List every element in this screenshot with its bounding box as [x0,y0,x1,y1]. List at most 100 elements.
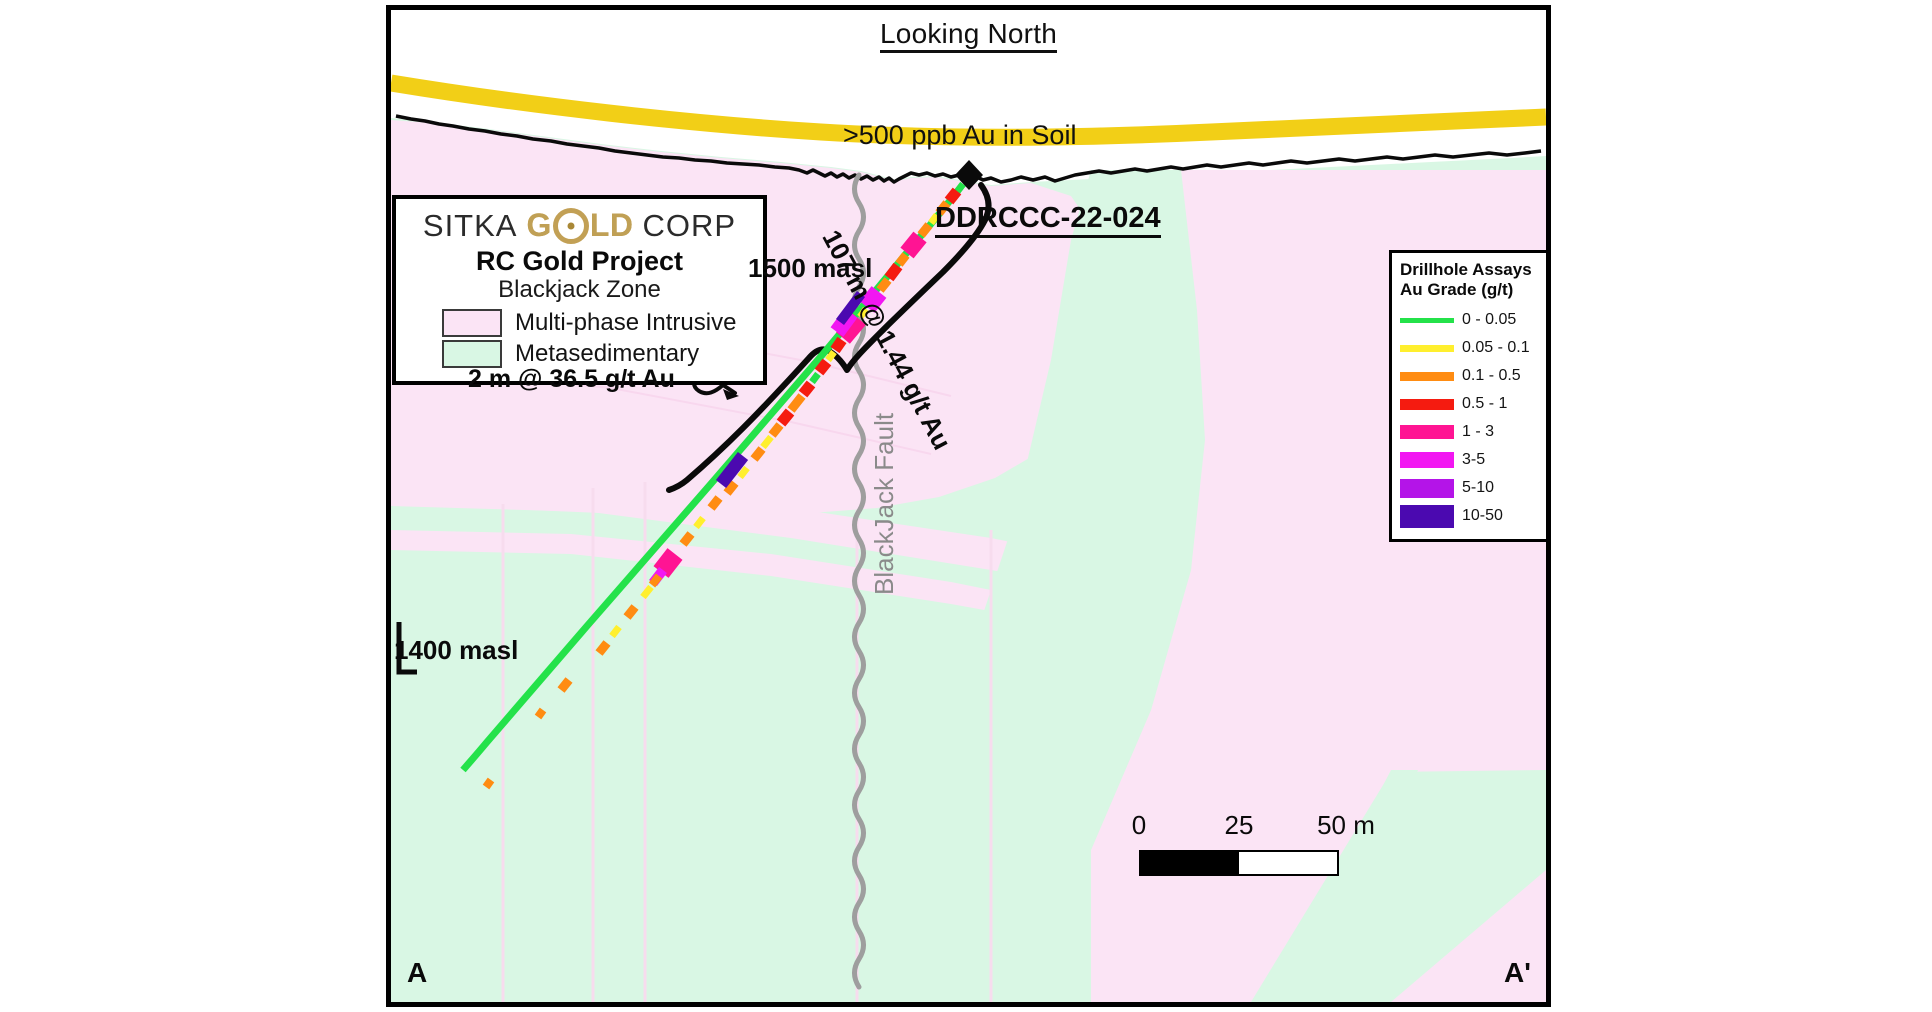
assay-seg-p3 [653,548,683,578]
assay-seg-r6 [776,408,795,427]
logo-word-gold: G LD [526,207,633,244]
elevation-label-1400: 1400 masl [394,635,519,665]
assay-label-0-005: 0 - 0.05 [1462,311,1517,329]
logo-gold-g: G [526,207,552,243]
logo-word-corp: CORP [642,207,737,243]
figure-title: Looking North [391,18,1546,53]
elevation-label-1500: 1500 masl [748,253,873,283]
assay-seg-o7 [750,446,766,462]
assay-label-3-5: 3-5 [1462,451,1486,469]
logo-gold-ld: LD [589,207,634,243]
assay-seg-r3 [830,336,847,354]
assay-seg-o6 [768,422,784,438]
assay-seg-highgrade-36g [715,451,749,489]
assay-seg-r1 [944,187,962,205]
assay-seg-o15 [534,707,547,720]
assay-swatch-1-3 [1400,425,1454,440]
assay-seg-o4 [876,277,892,293]
assay-seg-o5 [787,393,806,413]
elevation-tick-1400 [396,622,417,675]
figure-title-text: Looking North [880,18,1057,53]
assay-seg-o9 [707,495,723,511]
section-label-a-prime: A' [1504,957,1531,988]
assay-legend-item: 5-10 [1400,474,1538,502]
scale-bar-segment-empty [1239,852,1337,874]
geology-legend: Multi-phase Intrusive Metasedimentary [406,309,753,368]
assay-label-05-1: 0.5 - 1 [1462,395,1508,413]
assay-legend-title: Drillhole Assays Au Grade (g/t) [1400,260,1538,300]
assay-swatch-05-1 [1400,398,1454,410]
assay-seg-highgrade-upper [836,291,865,325]
sitka-gold-corp-logo: SITKA G LD CORP [406,207,753,244]
assay-legend-box: Drillhole Assays Au Grade (g/t) 0 - 0.05… [1389,250,1546,543]
assay-seg-o1 [935,200,951,216]
assay-label-5-10: 5-10 [1462,479,1495,497]
assay-legend-item: 10-50 [1400,502,1538,530]
scale-bar-segment-filled [1141,852,1239,874]
geology-legend-item-metasedimentary: Metasedimentary [442,340,753,368]
assay-legend-title-line1: Drillhole Assays [1400,260,1532,279]
scale-tick-50: 50 m [1317,810,1375,840]
scale-tick-25: 25 [1224,810,1254,840]
geology-swatch-intrusive [442,309,502,337]
scale-bar: 0 25 50 m [1132,810,1389,876]
assay-legend-item: 0 - 0.05 [1400,306,1538,334]
metasedimentary-wedge-lower-right [1251,770,1546,1002]
assay-seg-o16 [482,777,495,790]
assay-seg-o3 [895,252,910,267]
assay-seg-y7 [640,584,654,600]
assay-legend-item: 0.5 - 1 [1400,390,1538,418]
topography-line [395,114,1542,184]
assay-seg-y2 [857,306,869,320]
intrusive-dike-2 [391,530,1051,622]
assay-seg-y4 [760,434,774,450]
drillhole-id-label: DDRCCC-22-024 [935,202,1161,238]
soil-anomaly-label: >500 ppb Au in Soil [843,120,1077,150]
annotation-arrowhead-36g [723,389,739,400]
assay-seg-o14 [557,677,573,693]
assay-seg-o2 [917,222,933,238]
logo-gold-o-icon [552,207,589,244]
assay-legend-item: 1 - 3 [1400,418,1538,446]
assay-swatch-0-005 [1400,317,1454,323]
section-label-a: A [407,957,428,988]
assay-label-01-05: 0.1 - 0.5 [1462,367,1521,385]
assay-swatch-10-50 [1400,504,1454,528]
assay-swatch-01-05 [1400,371,1454,381]
metasedimentary-wedge-right [951,170,1205,1002]
assay-label-1-3: 1 - 3 [1462,423,1495,441]
assay-legend-title-line2: Au Grade (g/t) [1400,280,1514,300]
assay-seg-m1 [859,286,887,313]
geology-legend-item-intrusive: Multi-phase Intrusive [442,309,753,337]
assay-seg-o12 [623,604,639,620]
project-title: RC Gold Project [475,246,684,276]
assay-seg-y6 [693,515,706,530]
fault-label: BlackJack Fault [869,412,899,595]
assay-seg-r4 [814,358,832,376]
assay-seg-r2 [884,262,903,282]
assay-seg-o10 [679,531,695,547]
assay-swatch-5-10 [1400,478,1454,498]
scale-tick-0: 0 [1131,810,1147,840]
assay-label-005-01: 0.05 - 0.1 [1462,339,1530,357]
assay-seg-o8 [723,480,739,496]
assay-seg-y1 [928,212,940,226]
assay-legend-items: 0 - 0.05 0.05 - 0.1 0.1 - 0.5 0.5 - 1 1 [1400,306,1538,530]
logo-word-sitka: SITKA [422,207,518,243]
drillhole-id-text: DDRCCC-22-024 [935,202,1161,238]
intrusive-dike-1 [391,480,1091,588]
assay-seg-y3 [825,349,837,363]
soil-anomaly-band [391,74,1546,146]
assay-seg-y5 [737,465,750,480]
assay-seg-p1 [900,231,927,259]
annotation-high-grade: 2 m @ 36.5 g/t Au [468,365,675,393]
assay-seg-o13 [595,640,611,656]
mineralized-zone-outline [666,182,992,493]
geology-label-intrusive: Multi-phase Intrusive [515,309,737,336]
cross-section-figure: Looking North >500 ppb Au in Soil DDRCCC… [386,5,1551,1007]
assay-seg-g1 [809,371,821,385]
assay-legend-item: 3-5 [1400,446,1538,474]
assay-label-10-50: 10-50 [1462,507,1503,525]
